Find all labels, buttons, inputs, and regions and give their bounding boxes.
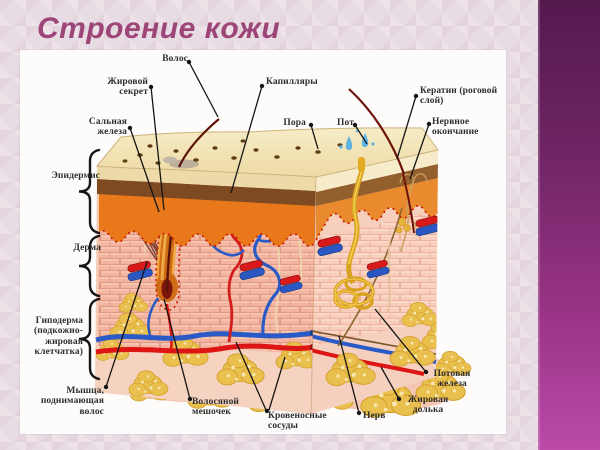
hair-shaft xyxy=(178,118,220,168)
block-right-face xyxy=(311,150,438,414)
label-epidermis: Эпидермис xyxy=(51,171,100,181)
side-accent-band xyxy=(538,0,600,450)
epidermis-layer xyxy=(99,194,316,246)
label-nerve-ending: Нервное окончание xyxy=(432,117,479,138)
label-sweat: Пот xyxy=(337,118,354,128)
label-pore: Пора xyxy=(283,118,306,128)
label-fat-lobule: Жировая долька xyxy=(407,395,449,416)
slide-title: Строение кожи xyxy=(37,12,281,45)
label-hair-follicle: Волосяной мешочек xyxy=(192,397,239,418)
hair-shaft-right xyxy=(348,88,406,175)
label-arrector-muscle: Мышца, поднимающая волос xyxy=(40,386,104,417)
brace-derma xyxy=(78,234,101,298)
pointer-dots xyxy=(103,59,432,416)
label-capillaries: Капилляры xyxy=(266,77,318,87)
label-sebaceous-gland: Сальная железа xyxy=(88,117,127,138)
keratin-layer xyxy=(97,179,316,206)
sweat-duct-opening xyxy=(358,157,365,172)
pointer-lines xyxy=(105,61,430,414)
label-nerve: Нерв xyxy=(363,411,386,421)
label-keratin: Кератин (роговой слой) xyxy=(420,86,498,107)
diagram-panel: Волос Жировой секрет Капилляры Пора Пот … xyxy=(20,50,506,434)
label-hypodermis: Гиподерма (подкожно-жировая клетчатка) xyxy=(33,316,83,358)
label-hair: Волос xyxy=(162,54,188,64)
block-front-face xyxy=(95,166,316,414)
sweat-gland xyxy=(333,169,375,310)
brace-epidermis xyxy=(78,148,101,235)
label-blood-vessels: Кровеносные сосуды xyxy=(268,411,327,432)
label-dermis: Дерма xyxy=(73,243,101,253)
label-sebum: Жировой секрет xyxy=(107,77,148,98)
brace-gipoderma xyxy=(78,297,101,381)
skin-diagram-illustration xyxy=(78,59,472,418)
label-sweat-gland: Потовая железа xyxy=(433,369,471,390)
